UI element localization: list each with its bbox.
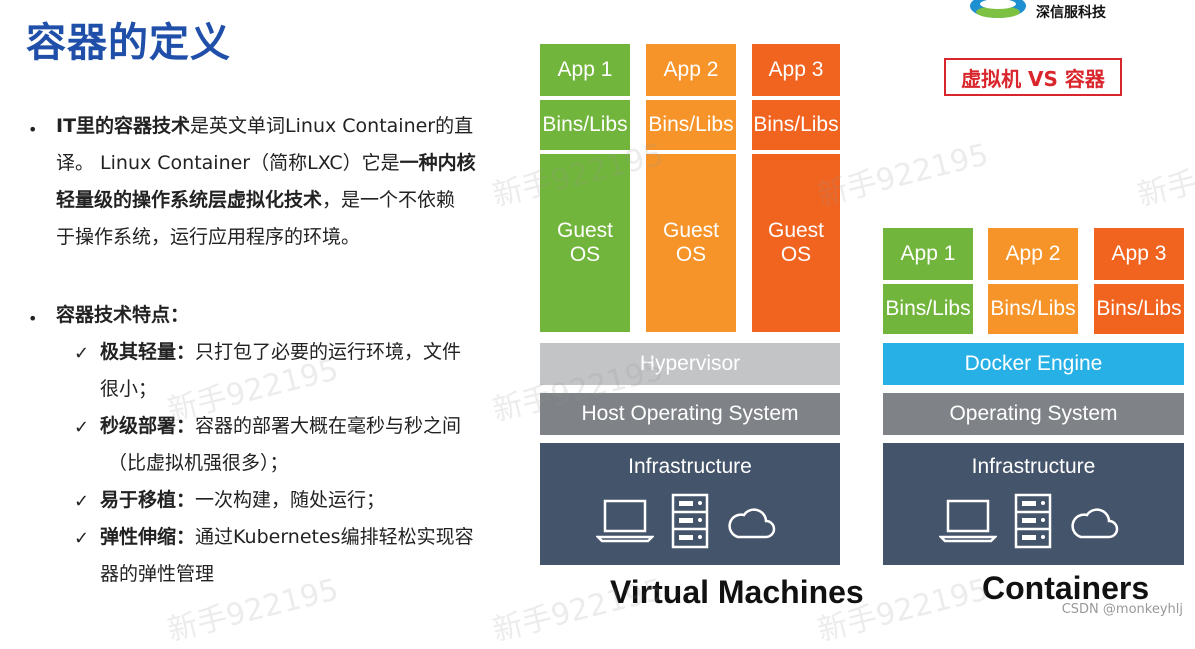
container-app-1: App 1 xyxy=(883,228,973,280)
docker-engine: Docker Engine xyxy=(883,343,1184,385)
container-os: Operating System xyxy=(883,393,1184,435)
server-icon xyxy=(671,493,709,549)
definition-text-1: 是英文单词Linux Container的直 xyxy=(190,115,474,137)
definition-line-2: 译。 Linux Container（简称LXC）它是一种内核 xyxy=(56,145,476,182)
container-bins-1: Bins/Libs xyxy=(883,284,973,334)
feature-item-1: 极其轻量：只打包了必要的运行环境，文件 xyxy=(100,334,461,371)
vm-app-2: App 2 xyxy=(646,44,736,96)
definition-bold-1: IT里的容器技术 xyxy=(56,115,191,137)
vm-bins-2: Bins/Libs xyxy=(646,100,736,150)
bullet-dot: • xyxy=(28,309,38,328)
cloud-icon xyxy=(1071,508,1119,539)
definition-line-3: 轻量级的操作系统层虚拟化技术，是一个不依赖 xyxy=(56,182,455,219)
page-title: 容器的定义 xyxy=(26,20,231,66)
bullet-dot: • xyxy=(28,120,38,139)
check-icon: ✓ xyxy=(74,343,90,364)
feature-item-4: 弹性伸缩：通过Kubernetes编排轻松实现容 xyxy=(100,519,474,556)
vm-guest-os-3: Guest OS xyxy=(752,154,840,332)
feature-text: 通过Kubernetes编排轻松实现容 xyxy=(195,526,474,548)
vm-bins-1: Bins/Libs xyxy=(540,100,630,150)
definition-bold-3: 轻量级的操作系统层虚拟化技术 xyxy=(56,189,323,211)
vm-guest-os-2: Guest OS xyxy=(646,154,736,332)
laptop-icon xyxy=(939,499,997,543)
laptop-icon xyxy=(596,499,654,543)
container-bins-3: Bins/Libs xyxy=(1094,284,1184,334)
cloud-icon xyxy=(728,508,776,539)
vm-app-1: App 1 xyxy=(540,44,630,96)
definition-text-2: 译。 Linux Container（简称LXC）它是 xyxy=(56,152,400,174)
feature-item-1-cont: 很小； xyxy=(100,378,158,400)
container-infrastructure-label: Infrastructure xyxy=(971,455,1096,478)
vm-vs-container-label: 虚拟机 VS 容器 xyxy=(944,58,1122,96)
feature-item-2: 秒级部署：容器的部署大概在毫秒与秒之间 xyxy=(100,408,461,445)
definition-text-3: ，是一个不依赖 xyxy=(322,189,456,211)
csdn-credit: CSDN @monkeyhlj xyxy=(1061,602,1183,617)
vm-app-3: App 3 xyxy=(752,44,840,96)
server-icon xyxy=(1014,493,1052,549)
vm-infra-icons xyxy=(540,493,840,553)
feature-label: 极其轻量： xyxy=(100,341,196,363)
feature-item-4-cont: 器的弹性管理 xyxy=(100,563,215,585)
company-logo-icon xyxy=(970,0,1026,18)
container-app-3: App 3 xyxy=(1094,228,1184,280)
feature-item-3: 易于移植：一次构建，随处运行； xyxy=(100,482,385,519)
watermark: 新手922195 xyxy=(1134,137,1195,214)
container-app-2: App 2 xyxy=(988,228,1078,280)
feature-text: 容器的部署大概在毫秒与秒之间 xyxy=(195,415,462,437)
feature-text: 只打包了必要的运行环境，文件 xyxy=(195,341,462,363)
feature-label: 弹性伸缩： xyxy=(100,526,196,548)
feature-label: 秒级部署： xyxy=(100,415,196,437)
container-infra-icons xyxy=(883,493,1184,553)
container-infrastructure: Infrastructure xyxy=(883,443,1184,565)
definition-bold-2: 一种内核 xyxy=(399,152,476,174)
feature-label: 易于移植： xyxy=(100,489,196,511)
vm-infrastructure-label: Infrastructure xyxy=(628,455,752,478)
vm-infrastructure: Infrastructure xyxy=(540,443,840,565)
vm-host-os: Host Operating System xyxy=(540,393,840,435)
check-icon: ✓ xyxy=(74,417,90,438)
check-icon: ✓ xyxy=(74,528,90,549)
definition-line-1: IT里的容器技术是英文单词Linux Container的直 xyxy=(56,108,473,145)
vm-hypervisor: Hypervisor xyxy=(540,343,840,385)
feature-item-2-cont: （比虚拟机强很多）； xyxy=(108,452,289,474)
features-heading: 容器技术特点： xyxy=(56,304,190,326)
feature-text: 一次构建，随处运行； xyxy=(195,489,386,511)
vm-guest-os-1: Guest OS xyxy=(540,154,630,332)
vm-label: Virtual Machines xyxy=(610,574,864,610)
company-name: 深信服科技 xyxy=(1036,5,1106,21)
definition-line-4: 于操作系统，运行应用程序的环境。 xyxy=(56,226,361,248)
containers-label: Containers xyxy=(982,570,1150,606)
container-bins-2: Bins/Libs xyxy=(988,284,1078,334)
vm-bins-3: Bins/Libs xyxy=(752,100,840,150)
check-icon: ✓ xyxy=(74,491,90,512)
